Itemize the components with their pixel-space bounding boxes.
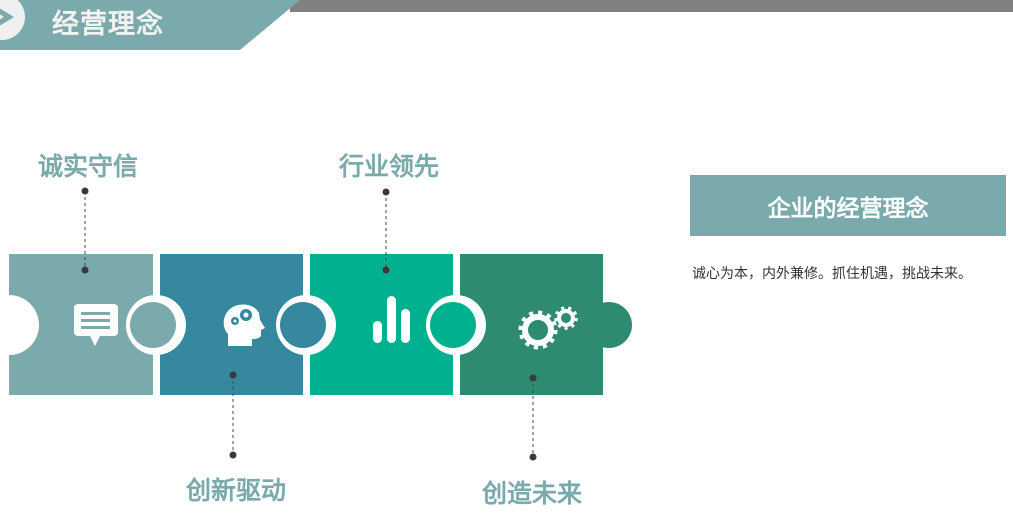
header-line — [290, 0, 1013, 12]
bar-chart-icon — [373, 296, 410, 343]
info-description: 诚心为本，内外兼修。抓住机遇，挑战未来。 — [692, 266, 972, 282]
header-banner — [0, 0, 300, 50]
info-title: 企业的经营理念 — [767, 195, 929, 222]
puzzle-label-3: 行业领先 — [338, 152, 440, 181]
puzzle-label-4: 创造未来 — [481, 479, 583, 508]
chat-message-icon — [74, 304, 118, 346]
chevron-right-icon — [0, 0, 25, 40]
puzzle-label-1: 诚实守信 — [37, 152, 139, 181]
info-title-box: 企业的经营理念 — [690, 175, 1006, 236]
connector-dots — [81, 187, 537, 461]
gears-icon — [518, 306, 578, 350]
page-title: 经营理念 — [52, 9, 164, 40]
head-gears-icon — [223, 304, 265, 346]
puzzle-label-2: 创新驱动 — [185, 476, 287, 505]
connector-lines — [84, 191, 534, 457]
